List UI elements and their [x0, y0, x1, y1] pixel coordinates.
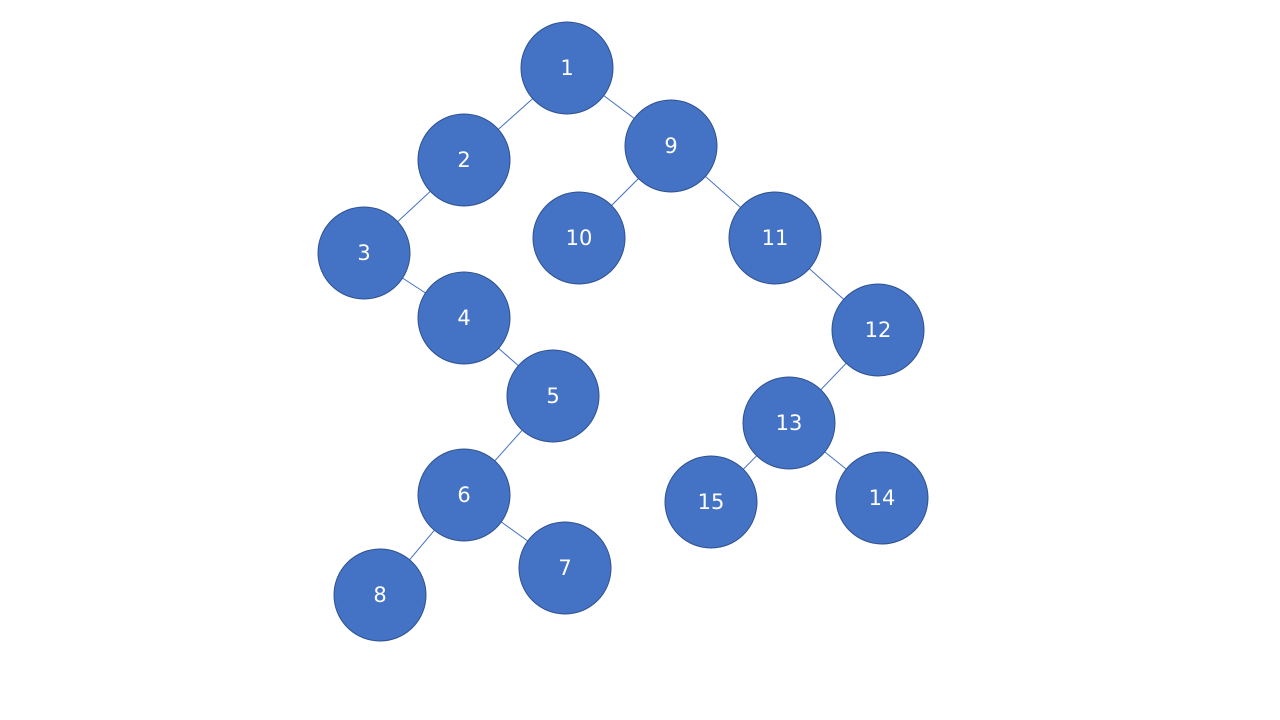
node-label: 8 [373, 583, 386, 607]
node-label: 2 [457, 148, 470, 172]
node-label: 14 [869, 486, 896, 510]
node-circle [520, 21, 614, 115]
node-label: 15 [698, 490, 725, 514]
node-label: 1 [560, 56, 573, 80]
node-circle [831, 283, 925, 377]
node-circle [417, 448, 511, 542]
tree-node-8: 8 [333, 548, 427, 642]
node-circle [664, 455, 758, 549]
tree-node-7: 7 [518, 521, 612, 615]
node-circle [835, 451, 929, 545]
node-circle [333, 548, 427, 642]
node-circle [317, 206, 411, 300]
node-circle [417, 113, 511, 207]
node-label: 6 [457, 483, 470, 507]
node-label: 10 [566, 226, 593, 250]
node-label: 5 [546, 384, 559, 408]
tree-node-14: 14 [835, 451, 929, 545]
node-circle [506, 349, 600, 443]
node-circle [728, 191, 822, 285]
node-label: 3 [357, 241, 370, 265]
tree-node-4: 4 [417, 271, 511, 365]
tree-node-3: 3 [317, 206, 411, 300]
node-circle [624, 99, 718, 193]
node-label: 11 [762, 226, 789, 250]
node-circle [417, 271, 511, 365]
tree-node-1: 1 [520, 21, 614, 115]
tree-node-6: 6 [417, 448, 511, 542]
tree-node-10: 10 [532, 191, 626, 285]
node-label: 9 [664, 134, 677, 158]
tree-node-13: 13 [742, 376, 836, 470]
node-circle [742, 376, 836, 470]
tree-node-9: 9 [624, 99, 718, 193]
node-label: 13 [776, 411, 803, 435]
node-label: 4 [457, 306, 470, 330]
tree-node-11: 11 [728, 191, 822, 285]
node-label: 7 [558, 556, 571, 580]
tree-node-2: 2 [417, 113, 511, 207]
node-label: 12 [865, 318, 892, 342]
tree-node-15: 15 [664, 455, 758, 549]
node-circle [518, 521, 612, 615]
node-circle [532, 191, 626, 285]
tree-node-12: 12 [831, 283, 925, 377]
tree-node-5: 5 [506, 349, 600, 443]
